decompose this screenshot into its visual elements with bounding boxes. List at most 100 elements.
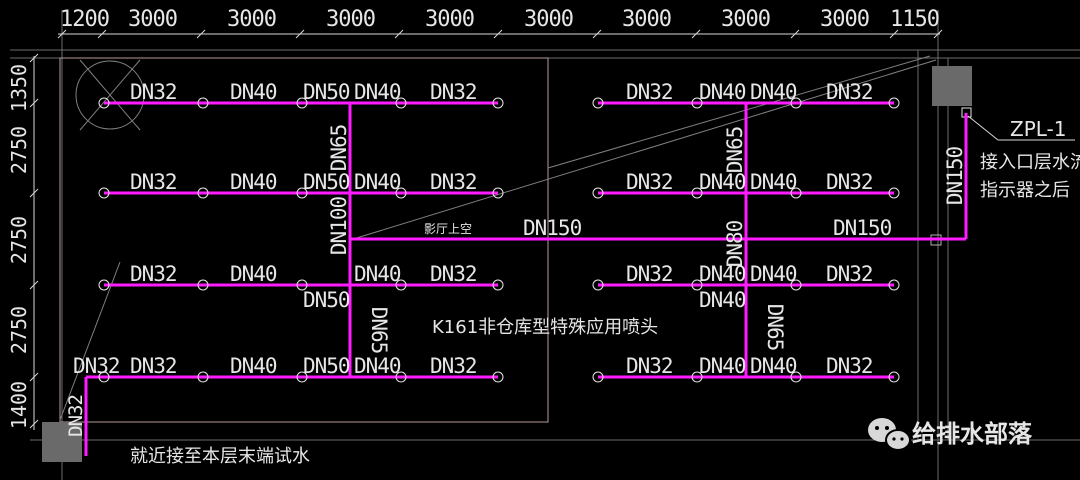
sprinkler-head-2-1 [197,279,209,291]
label-r3-0: DN32 [130,262,177,286]
sprinkler-head-2-3 [395,279,407,291]
label-riser-west: DN32 [65,395,87,437]
top-tick-5 [493,29,503,39]
left-tick-0 [29,53,39,63]
label-r4-5: DN32 [430,354,477,378]
label-r4-4: DN40 [354,354,401,378]
top-dim-1: 3000 [128,7,177,32]
zpl-leader-line [967,115,999,141]
left-tick-4 [29,372,39,382]
top-tick-1 [97,29,107,39]
label-r1-4: DN32 [430,80,477,104]
reference-lines [59,55,937,421]
top-tick-3 [295,29,305,39]
label-r3-5: DN40 [699,262,746,286]
label-r2-3: DN40 [354,170,401,194]
top-dim-5: 3000 [524,7,573,32]
sprinkler-head-3-2 [296,371,308,383]
left-dim-4: 1400 [7,381,31,429]
sprinkler-type-note: K161非仓库型特殊应用喷头 [432,317,658,338]
sprinkler-head-2-8 [888,279,900,291]
left-tick-5 [29,419,39,429]
sprinkler-heads [98,97,900,383]
left-dim-2: 2750 [7,216,31,264]
left-tick-1 [29,98,39,108]
sprinkler-head-1-8 [888,187,900,199]
top-tick-4 [394,29,404,39]
sprinkler-head-3-6 [691,371,703,383]
top-tick-10 [933,29,943,39]
label-r3-below-1: DN40 [699,288,746,312]
top-dim-0: 1200 [60,7,109,32]
top-tick-7 [691,29,701,39]
label-r3-below-0: DN50 [303,288,350,312]
test-drain-note: 就近接至本层末端试水 [130,446,310,467]
sprinkler-head-1-6 [691,187,703,199]
label-r4-2: DN40 [230,354,277,378]
sprinkler-head-3-4 [492,371,504,383]
left-dim-0: 1350 [7,64,31,112]
label-riser-left-bot: DN65 [367,307,391,354]
left-tick-3 [29,280,39,290]
label-r4-8: DN40 [750,354,797,378]
sprinkler-head-3-3 [395,371,407,383]
sprinkler-head-0-3 [395,97,407,109]
top-tick-9 [889,29,899,39]
riser-id-label: ZPL-1 [1010,117,1067,141]
sprinkler-head-0-2 [296,97,308,109]
label-r1-5: DN32 [626,80,673,104]
label-r1-2: DN50 [303,80,350,104]
label-r2-2: DN50 [303,170,350,194]
label-r4-0: DN32 [73,354,120,378]
label-r2-1: DN40 [230,170,277,194]
top-dim-6: 3000 [622,7,671,32]
sprinkler-head-2-7 [790,279,802,291]
wechat-icon [868,418,911,451]
label-r4-1: DN32 [130,354,177,378]
top-tick-0 [57,29,67,39]
sprinkler-head-3-1 [197,371,209,383]
label-r3-4: DN32 [626,262,673,286]
left-dim-1: 2750 [7,126,31,174]
sprinkler-head-0-5 [592,97,604,109]
sprinkler-head-0-0 [98,97,110,109]
top-tick-6 [592,29,602,39]
sprinkler-head-0-7 [790,97,802,109]
sprinkler-head-1-5 [592,187,604,199]
label-r3-6: DN40 [750,262,797,286]
sprinkler-head-1-1 [197,187,209,199]
label-r2-8: DN32 [826,170,873,194]
watermark-text: 给排水部落 [912,420,1033,448]
label-main-left: DN150 [523,216,582,240]
sprinkler-pipes [84,101,968,456]
sprinkler-head-0-6 [691,97,703,109]
label-r1-6: DN40 [699,80,746,104]
riser-note-line1: 接入口层水流 [980,152,1080,173]
sprinkler-head-2-5 [592,279,604,291]
label-r2-6: DN40 [699,170,746,194]
top-tick-2 [196,29,206,39]
label-r2-0: DN32 [130,170,177,194]
top-dimension-ticks [57,29,943,39]
test-valve-box [42,422,82,462]
label-r4-7: DN40 [699,354,746,378]
label-r1-0: DN32 [130,80,177,104]
label-r2-7: DN40 [750,170,797,194]
sprinkler-head-2-6 [691,279,703,291]
top-dim-9: 1150 [890,7,939,32]
sprinkler-head-3-0 [98,371,110,383]
label-r1-7: DN40 [750,80,797,104]
label-r3-3: DN32 [430,262,477,286]
left-dimension-ticks [29,53,39,429]
sprinkler-head-3-5 [592,371,604,383]
label-riser-east: DN150 [943,147,967,206]
left-tick-2 [29,188,39,198]
sprinkler-head-1-7 [790,187,802,199]
label-r1-3: DN40 [354,80,401,104]
sprinkler-head-1-4 [492,187,504,199]
sprinkler-head-2-2 [296,279,308,291]
void-label: 影厅上空 [424,222,472,236]
top-dim-7: 3000 [721,7,770,32]
top-dim-3: 3000 [326,7,375,32]
sprinkler-head-0-8 [888,97,900,109]
